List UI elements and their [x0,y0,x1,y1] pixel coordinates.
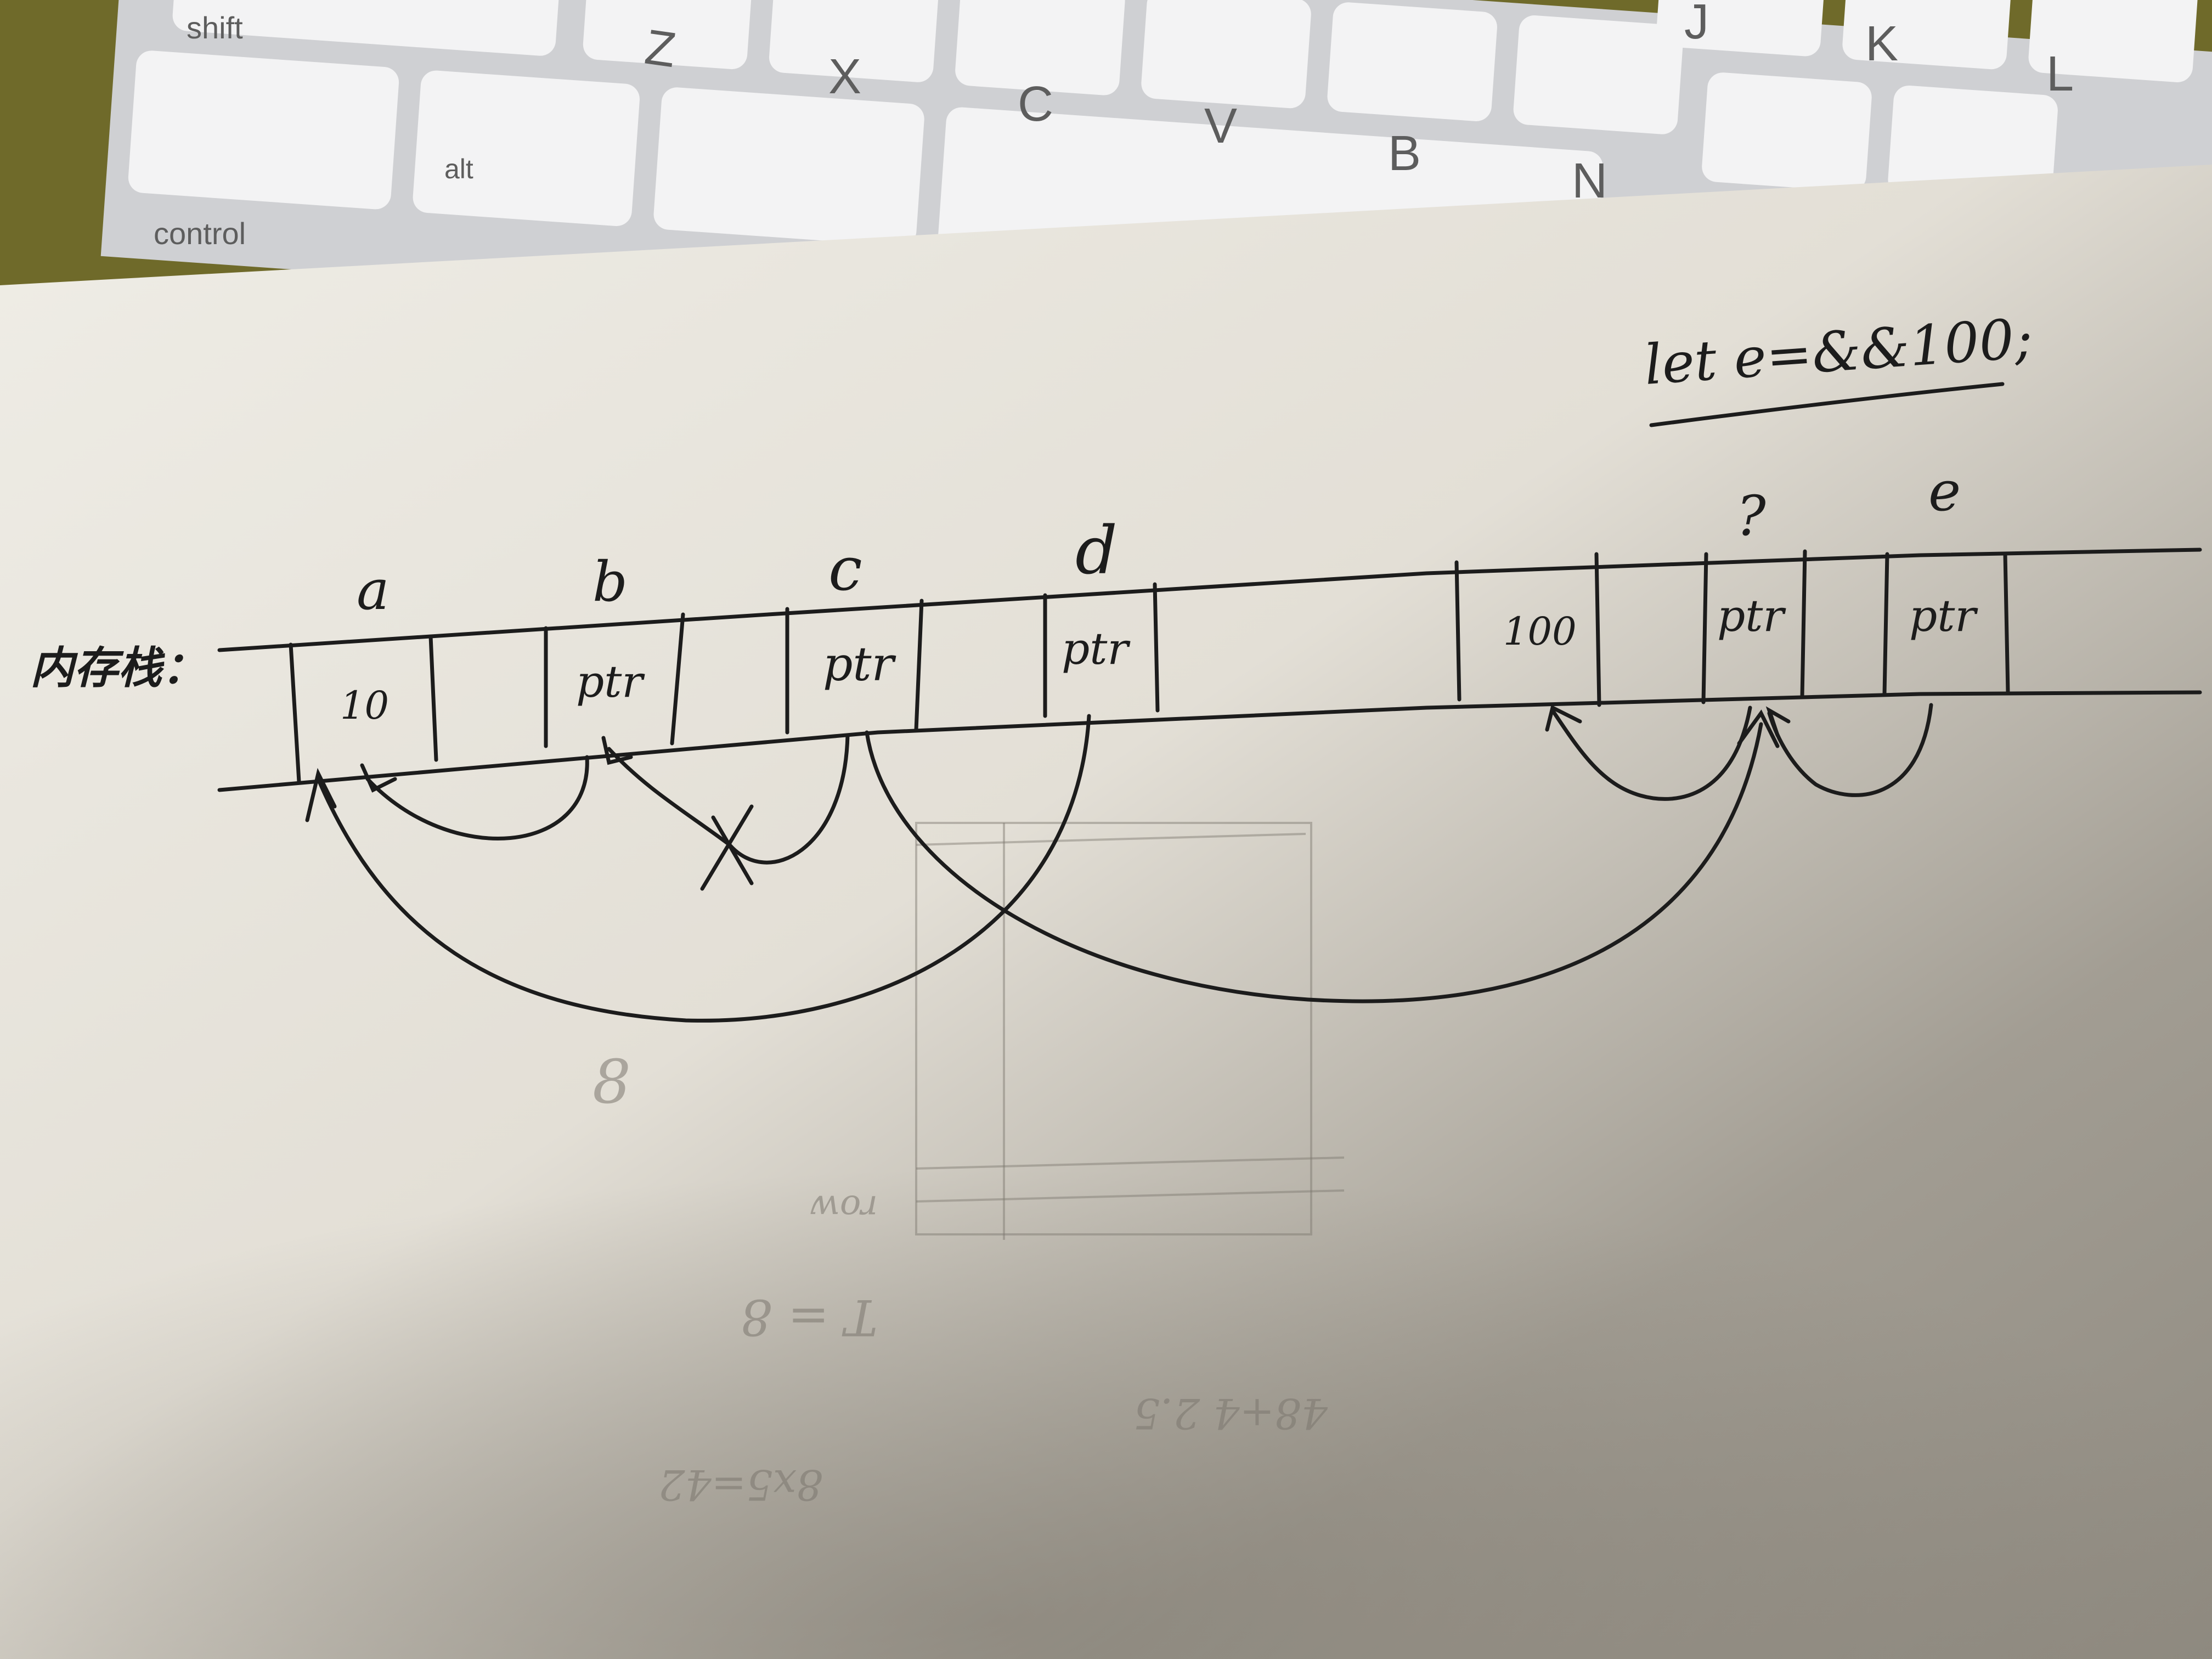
cell-divider [1153,582,1160,713]
arrow-c-to-unknown [865,722,1763,1003]
label-c: c [828,534,862,604]
arrowhead-b-to-a [360,763,397,793]
arrow-unknown-to-hundred [1550,706,1752,801]
key-b [1327,2,1497,121]
cell-divider [1701,552,1708,704]
key-arrow [1702,72,1872,191]
label-unknown: ? [1736,484,1767,548]
cell-divider [1594,552,1601,707]
label-b: b [592,550,628,614]
faint-note-2: row [810,1187,878,1228]
cell-divider [1454,560,1462,702]
cell-c-value: ptr [823,637,896,692]
cell-divider [428,634,438,762]
key-label-k: K [1865,16,1898,71]
cell-e-value: ptr [1909,590,1978,641]
key-label-c: C [1018,77,1053,132]
faint-note-1: 8 [592,1047,631,1117]
cell-a-value: 10 [340,683,389,728]
arrowhead-unknown-to-hundred [1545,704,1582,732]
label-e: e [1928,459,1961,523]
key-l [2028,0,2199,82]
paper-shadow [0,905,2212,1659]
faint-note-4: 48+4 2.5 [1133,1389,1328,1438]
key-label-x: X [828,49,861,104]
stack-bottom-rail [217,690,2202,792]
cell-divider [914,599,924,732]
cell-hundred-value: 100 [1503,609,1577,654]
key-c [955,0,1125,95]
key-label-alt: alt [444,154,473,184]
key-command [653,87,924,246]
key-j [1656,0,1826,57]
cell-divider [670,612,685,746]
arrow-c-to-b [607,733,850,865]
key-label-j: J [1684,0,1709,49]
title-underline [1649,382,2005,427]
key-label-b: B [1388,126,1421,181]
key-v [1141,0,1311,109]
faint-note-5: 8x5=42 [658,1460,823,1509]
faint-grid-line [916,1189,1345,1203]
key-label-l: L [2046,47,2074,101]
key-extra [1888,85,2058,205]
arrow-d-to-a [316,714,1091,1023]
paper-sheet [0,165,2212,1659]
key-n [1513,15,1684,134]
key-k [1842,0,2012,70]
cell-b-value: ptr [576,656,645,707]
key-label-control: control [154,216,246,251]
arrowhead-c-to-unknown [1737,709,1780,748]
memory-stack-diagram [217,382,2202,1023]
arrowhead-d-to-a [305,768,337,822]
cell-d-value: ptr [1062,623,1131,674]
label-a: a [357,558,390,622]
arrow-e-to-unknown [1767,703,1933,797]
arrowhead-c-to-b [601,736,633,765]
key-label-shift: shift [187,10,243,45]
cell-divider [2003,552,2010,695]
row-label: 内存栈： [30,642,206,693]
faint-grid-line [916,833,1306,846]
crossed-mark-label: X [768,877,769,878]
faint-grid-line [916,1156,1345,1170]
arrow-b-to-a [365,755,589,840]
label-d: d [1075,513,1118,589]
key-alt [413,70,640,227]
cell-unknown-value: ptr [1717,590,1786,641]
key-control [128,50,399,210]
key-z [583,0,753,70]
cell-divider [1800,549,1807,699]
faint-grid [915,822,1312,1235]
faint-background-sketch [915,822,1345,1240]
stack-top-rail [217,548,2202,652]
key-label-v: V [1204,99,1237,154]
cell-divider [1882,552,1889,696]
cell-divider [289,642,301,784]
faint-note-3: T = 8 [741,1288,878,1346]
cross-mark-stroke-2 [711,815,754,885]
key-shift [172,0,562,56]
key-x [769,0,939,82]
arrowhead-e-to-unknown [1765,706,1791,737]
cross-mark-stroke-1 [700,804,754,891]
